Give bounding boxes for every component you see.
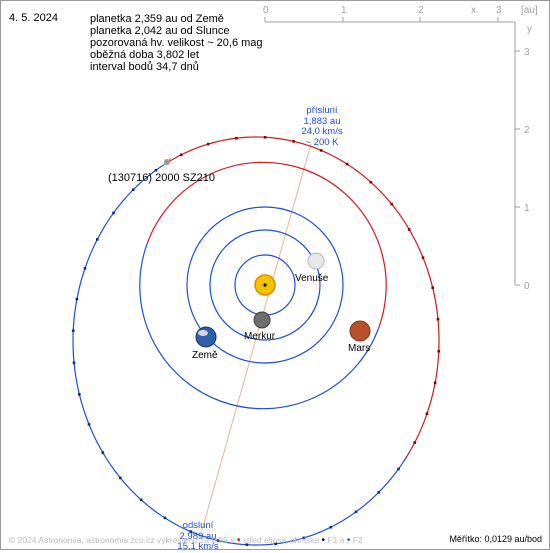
- asteroid-orbit-point: [154, 168, 158, 172]
- f1-dot-icon: •: [321, 535, 326, 546]
- asteroid-orbit-point: [433, 381, 437, 385]
- x-tick-label-1: 1: [341, 5, 347, 16]
- asteroid-orbit-point: [96, 238, 99, 241]
- date: 4. 5. 2024: [9, 12, 58, 24]
- asteroid-orbit-point: [425, 412, 429, 415]
- asteroid-orbit-point: [413, 441, 416, 444]
- x-tick-label-0: 0: [263, 5, 269, 16]
- asteroid-orbit-point: [421, 256, 425, 259]
- asteroid-orbit-point: [72, 361, 76, 365]
- asteroid-trail-icon: [162, 157, 172, 167]
- apsis-line: [201, 143, 312, 531]
- ellipse-center-dot-icon: •: [236, 535, 241, 546]
- y-tick-label-3: 3: [524, 47, 530, 58]
- asteroid-orbit-point: [101, 451, 105, 454]
- mars-orbit-north: [146, 161, 387, 328]
- venus-label: Venuše: [295, 273, 329, 284]
- earth-label: Země: [192, 350, 218, 361]
- y-tick-label-0: 0: [524, 281, 530, 292]
- asteroid-orbit-point: [329, 525, 333, 529]
- x-tick-label-3: 3: [496, 5, 502, 16]
- axes: [264, 17, 520, 286]
- footer: © 2024 Astronomia, astronomia.zcu.cz vyk…: [9, 535, 363, 546]
- asteroid-orbit-segment: [164, 136, 440, 342]
- asteroid-orbit-point: [437, 349, 441, 353]
- perihelion-speed: 24,0 km/s: [301, 126, 343, 137]
- asteroid-orbit-point: [431, 286, 434, 289]
- footer-copyright: © 2024 Astronomia, astronomia.zcu.cz: [9, 535, 155, 545]
- focus-marker: [263, 283, 267, 287]
- earth-icon: [195, 326, 217, 348]
- asteroid-orbit-point: [163, 516, 167, 520]
- f2-dot-icon: •: [346, 535, 351, 546]
- asteroid-orbit-point: [345, 162, 349, 166]
- asteroid-orbit-point: [292, 140, 295, 143]
- footer-f2: F2: [352, 535, 363, 545]
- asteroid-orbit-segment: [403, 340, 440, 462]
- asteroid-orbit-point: [217, 539, 220, 542]
- asteroid-orbit-point: [354, 510, 358, 514]
- aphelion-title: odsluní: [182, 520, 214, 531]
- perihelion-title: přísluní: [306, 105, 338, 116]
- asteroid-orbit-point: [131, 188, 135, 191]
- footer-legend-ellipse: střed elipsy, ohniska: [242, 535, 320, 545]
- object-name: (130716) 2000 SZ210: [108, 172, 216, 184]
- aphelion-speed: 15,1 km/s: [177, 541, 219, 552]
- info-line-period: oběžná doba 3,802 let: [90, 49, 199, 61]
- perihelion-distance: 1,883 au: [303, 115, 341, 127]
- footer-note: vykresleno za 0,09 s: [157, 535, 235, 545]
- asteroid-orbit-point: [390, 202, 393, 206]
- asteroid-orbit-point: [407, 228, 411, 231]
- asteroid-orbit-point: [245, 543, 249, 546]
- venus-icon: [307, 252, 325, 270]
- asteroid-orbit-point: [436, 317, 440, 321]
- asteroid-orbit-point: [119, 476, 122, 480]
- asteroid-orbit-point: [206, 142, 210, 146]
- asteroid-orbit-point: [139, 498, 143, 502]
- earth-cloud-icon: [198, 330, 208, 336]
- x-tick-label-2: 2: [418, 5, 424, 16]
- asteroid-orbit-point: [189, 530, 193, 533]
- earth-orbit: [186, 206, 344, 364]
- x-axis-name: x: [471, 5, 476, 16]
- asteroid-orbit-point: [263, 136, 267, 139]
- info-line-interval: interval bodů 34,7 dnů: [90, 61, 199, 73]
- asteroid-orbit-point: [83, 267, 87, 270]
- asteroid-orbit: [71, 136, 441, 546]
- aphelion-label: odsluní 2,989 au 15,1 km/s: [170, 520, 226, 553]
- mars-label: Mars: [348, 343, 371, 354]
- venus-orbit: [209, 229, 321, 341]
- asteroid-orbit-point: [274, 542, 277, 546]
- asteroid-orbit-point: [71, 329, 75, 333]
- scale-label: Měřítko: 0,0129 au/bod: [449, 534, 542, 544]
- mars-icon: [349, 320, 371, 342]
- mercury-icon: [253, 311, 271, 329]
- y-axis-name: y: [527, 24, 532, 35]
- mars-orbit-south: [139, 243, 380, 410]
- info-line-earth-distance: planetka 2,359 au od Země: [90, 13, 224, 25]
- asteroid-orbit-point: [179, 153, 183, 157]
- mercury-label: Merkur: [244, 331, 276, 342]
- asteroid-orbit-point: [87, 423, 91, 426]
- footer-f1: F1 a: [327, 535, 345, 545]
- info-line-magnitude: pozorovaná hv. velikost ~ 20,6 mag: [90, 37, 263, 49]
- axis-unit: [au]: [521, 5, 538, 16]
- perihelion-temperature: ~ 200 K: [305, 136, 339, 148]
- info-line-sun-distance: planetka 2,042 au od Slunce: [90, 25, 230, 37]
- asteroid-orbit-point: [112, 211, 115, 215]
- y-tick-label-2: 2: [524, 125, 530, 136]
- asteroid-orbit-point: [397, 467, 400, 471]
- aphelion-distance: 2,989 au: [179, 530, 217, 542]
- y-tick-label-1: 1: [524, 203, 530, 214]
- asteroid-orbit-point: [235, 136, 238, 140]
- asteroid-orbit-point: [302, 536, 306, 540]
- asteroid-orbit-point: [377, 491, 381, 494]
- perihelion-label: přísluní 1,883 au 24,0 km/s ~ 200 K: [292, 105, 352, 148]
- asteroid-orbit-point: [75, 297, 79, 301]
- info-panel: planetka 2,359 au od Země planetka 2,042…: [90, 13, 263, 73]
- asteroid-orbit-point: [78, 393, 81, 396]
- asteroid-orbit-point: [319, 149, 323, 152]
- asteroid-orbit-point: [369, 180, 373, 184]
